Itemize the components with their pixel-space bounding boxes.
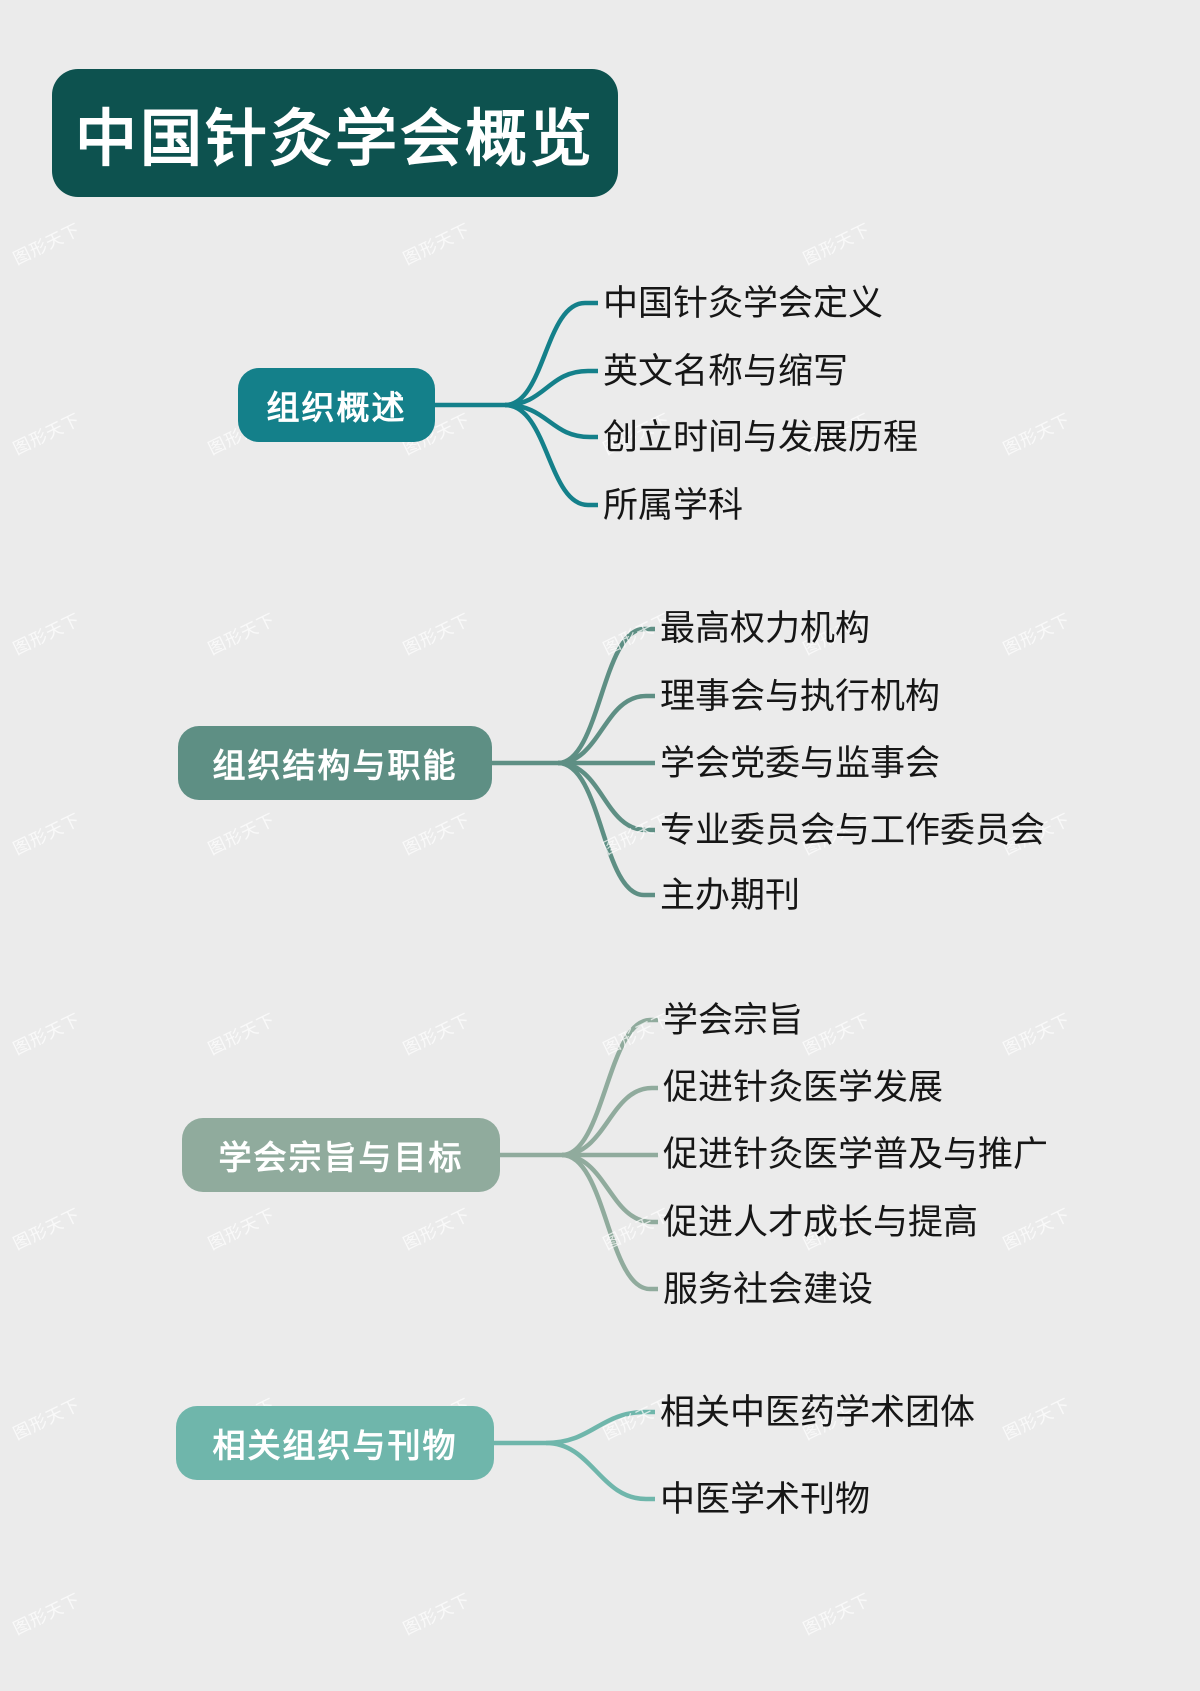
watermark: 图形天下 xyxy=(400,1589,474,1639)
watermark: 图形天下 xyxy=(10,1009,84,1059)
leaf-label[interactable]: 所属学科 xyxy=(603,486,744,525)
branch-node-label: 组织概述 xyxy=(266,389,407,426)
watermark: 图形天下 xyxy=(1000,609,1074,659)
leaf-label[interactable]: 最高权力机构 xyxy=(660,609,871,648)
watermark: 图形天下 xyxy=(800,1009,874,1059)
leaf-label[interactable]: 学会宗旨 xyxy=(663,1001,804,1040)
leaf-label[interactable]: 理事会与执行机构 xyxy=(660,677,941,716)
leaf-label[interactable]: 学会党委与监事会 xyxy=(660,744,941,783)
leaf-label[interactable]: 服务社会建设 xyxy=(663,1270,874,1309)
leaf-label[interactable]: 英文名称与缩写 xyxy=(603,352,849,391)
watermark: 图形天下 xyxy=(10,1394,84,1444)
watermark: 图形天下 xyxy=(10,409,84,459)
watermark: 图形天下 xyxy=(400,1204,474,1254)
branch-node-structure-and-functions[interactable]: 组织结构与职能 xyxy=(178,726,492,800)
branch-node-organization-overview[interactable]: 组织概述 xyxy=(238,368,435,442)
watermark: 图形天下 xyxy=(400,219,474,269)
leaf-label[interactable]: 促进针灸医学发展 xyxy=(663,1068,944,1107)
root-node[interactable]: 中国针灸学会概览 xyxy=(52,69,618,197)
watermark: 图形天下 xyxy=(10,609,84,659)
leaf-label[interactable]: 中国针灸学会定义 xyxy=(603,284,884,323)
watermark: 图形天下 xyxy=(1000,1009,1074,1059)
watermark: 图形天下 xyxy=(10,219,84,269)
branch-node-label: 相关组织与刊物 xyxy=(212,1427,458,1464)
watermark: 图形天下 xyxy=(205,1204,279,1254)
watermark: 图形天下 xyxy=(205,609,279,659)
leaf-label[interactable]: 相关中医药学术团体 xyxy=(660,1393,976,1432)
branch-node-purpose-and-goals[interactable]: 学会宗旨与目标 xyxy=(182,1118,500,1192)
watermark: 图形天下 xyxy=(400,809,474,859)
watermark: 图形天下 xyxy=(10,1589,84,1639)
leaf-label[interactable]: 主办期刊 xyxy=(660,876,801,915)
leaf-label[interactable]: 专业委员会与工作委员会 xyxy=(660,811,1046,850)
watermark: 图形天下 xyxy=(400,609,474,659)
leaf-label[interactable]: 促进针灸医学普及与推广 xyxy=(663,1135,1049,1174)
watermark: 图形天下 xyxy=(1000,1394,1074,1444)
watermark: 图形天下 xyxy=(1000,409,1074,459)
branch-node-label: 学会宗旨与目标 xyxy=(218,1139,464,1176)
watermark: 图形天下 xyxy=(800,219,874,269)
branch-node-related-orgs-and-journals[interactable]: 相关组织与刊物 xyxy=(176,1406,494,1480)
watermark: 图形天下 xyxy=(800,1589,874,1639)
branch-node-label: 组织结构与职能 xyxy=(212,747,458,784)
watermark: 图形天下 xyxy=(400,1009,474,1059)
watermark: 图形天下 xyxy=(205,809,279,859)
leaf-label[interactable]: 促进人才成长与提高 xyxy=(663,1203,979,1242)
watermark: 图形天下 xyxy=(1000,1204,1074,1254)
watermark: 图形天下 xyxy=(205,1009,279,1059)
watermark: 图形天下 xyxy=(10,809,84,859)
leaf-label[interactable]: 创立时间与发展历程 xyxy=(603,418,919,457)
leaf-label[interactable]: 中医学术刊物 xyxy=(660,1480,871,1519)
root-node-label: 中国针灸学会概览 xyxy=(74,105,595,174)
watermark: 图形天下 xyxy=(10,1204,84,1254)
